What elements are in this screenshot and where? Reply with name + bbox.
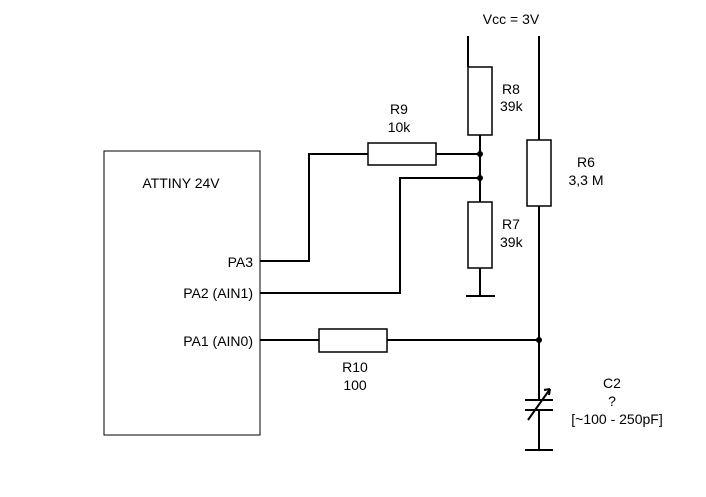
r9-value: 10k bbox=[388, 119, 412, 135]
junction-dot-r9 bbox=[477, 151, 483, 157]
junction-dot-r10 bbox=[536, 337, 542, 343]
chip-name: ATTINY 24V bbox=[142, 175, 220, 191]
chip-body bbox=[103, 150, 261, 436]
r9-ref: R9 bbox=[390, 101, 408, 117]
r10-value: 100 bbox=[343, 377, 367, 393]
resistor-r10-body bbox=[318, 328, 388, 353]
pin-pa2-label: PA2 (AIN1) bbox=[183, 285, 253, 301]
junction-dot-pa2 bbox=[477, 175, 483, 181]
resistor-r7-body bbox=[467, 201, 493, 269]
r8-value: 39k bbox=[500, 98, 524, 114]
r6-value: 3,3 M bbox=[568, 172, 603, 188]
r6-ref: R6 bbox=[577, 154, 595, 170]
pin-pa3-label: PA3 bbox=[228, 254, 254, 270]
c2-ref: C2 bbox=[603, 375, 621, 391]
wire-pa3 bbox=[260, 153, 368, 262]
r7-value: 39k bbox=[500, 234, 524, 250]
r10-ref: R10 bbox=[342, 359, 368, 375]
r7-ref: R7 bbox=[502, 216, 520, 232]
resistor-r6-body bbox=[526, 139, 552, 207]
c2-range: [~100 - 250pF] bbox=[571, 411, 662, 427]
c2-value: ? bbox=[608, 393, 616, 409]
wires bbox=[260, 36, 553, 451]
r8-ref: R8 bbox=[502, 81, 520, 97]
supply-label: Vcc = 3V bbox=[483, 11, 540, 27]
resistor-r9-body bbox=[367, 142, 437, 166]
resistor-r8-body bbox=[467, 66, 493, 136]
wire-pa2 bbox=[260, 177, 480, 294]
pin-pa1-label: PA1 (AIN0) bbox=[183, 333, 253, 349]
capacitor-c2-symbol bbox=[525, 388, 553, 421]
